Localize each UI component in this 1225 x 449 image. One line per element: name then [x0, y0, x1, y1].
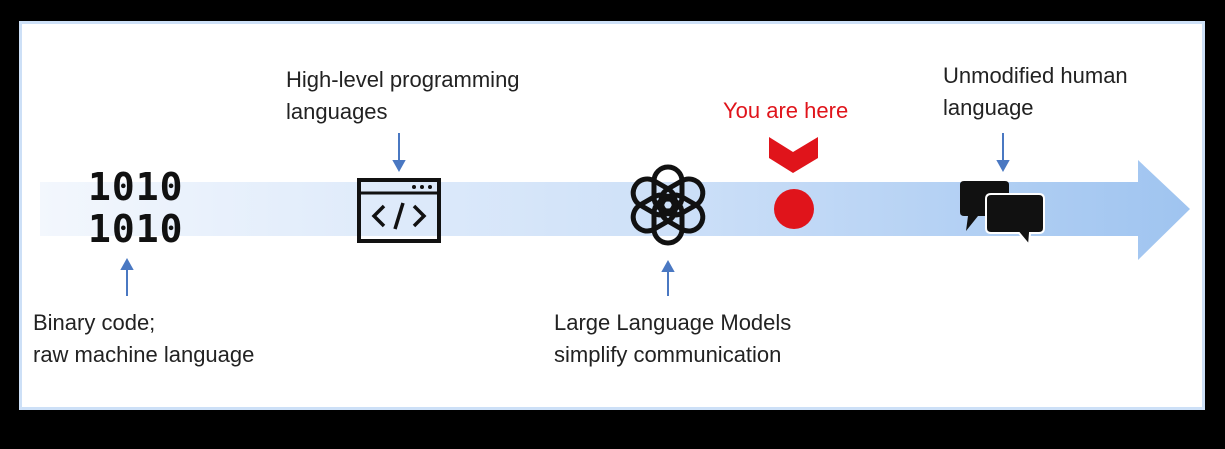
chevron-down-icon	[769, 137, 818, 173]
high-level-languages-label: High-level programming languages	[286, 64, 520, 128]
label-line: Unmodified human	[943, 63, 1128, 88]
binary-code-line: 1010	[88, 207, 184, 251]
label-line: Binary code;	[33, 310, 156, 335]
current-position-dot	[774, 189, 814, 229]
label-line: language	[943, 95, 1034, 120]
pointer-arrow-llm	[661, 259, 675, 296]
timeline-arrow	[40, 160, 1190, 260]
label-line: High-level programming	[286, 67, 520, 92]
binary-code-label: Binary code; raw machine language	[33, 307, 254, 371]
label-line: languages	[286, 99, 388, 124]
label-line: raw machine language	[33, 342, 255, 367]
label-line: Large Language Models	[554, 310, 792, 335]
pointer-arrow-human	[996, 133, 1010, 173]
code-window-icon	[357, 178, 441, 243]
you-are-here-label: You are here	[723, 98, 849, 123]
llm-logo-icon	[630, 164, 706, 246]
human-language-label: Unmodified human language	[943, 60, 1128, 124]
speech-bubbles-icon	[960, 181, 1045, 248]
label-line: simplify communication	[554, 342, 782, 367]
llm-label: Large Language Models simplify communica…	[554, 307, 791, 371]
binary-code-icon: 1010 1010	[88, 166, 184, 250]
pointer-arrow-high-level	[392, 133, 406, 173]
pointer-arrow-binary	[120, 257, 134, 296]
binary-code-line: 1010	[88, 165, 184, 209]
